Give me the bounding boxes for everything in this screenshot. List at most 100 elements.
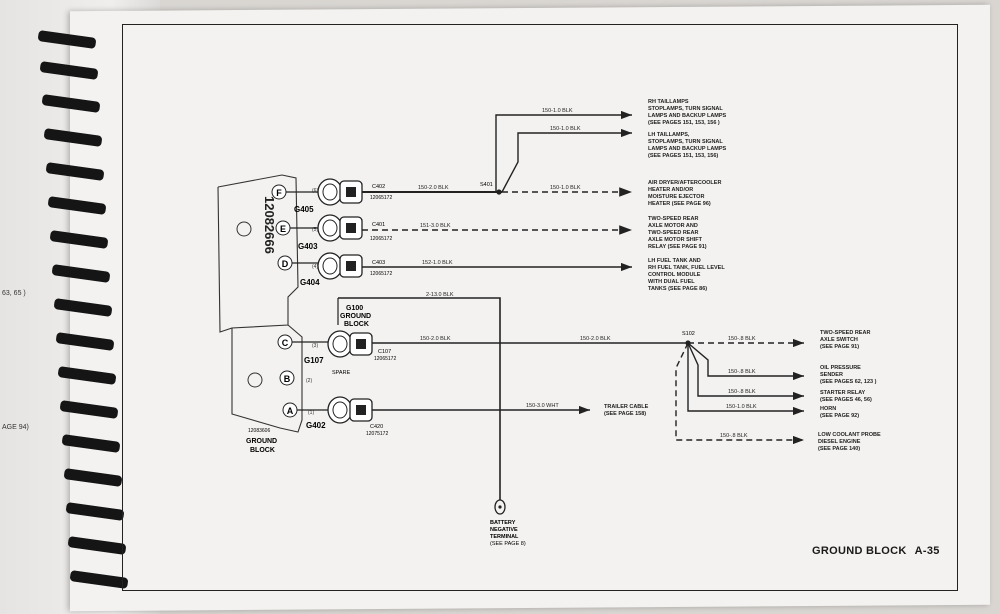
footer-page-number: A-35 (914, 545, 940, 557)
svg-text:LAMPS AND BACKUP LAMPS: LAMPS AND BACKUP LAMPS (648, 113, 727, 119)
svg-text:(4): (4) (312, 264, 318, 270)
wires (337, 110, 688, 492)
battery-terminal: BATTERY NEGATIVE TERMINAL (SEE PAGE 8) (490, 492, 526, 547)
svg-text:LH FUEL TANK AND: LH FUEL TANK AND (648, 258, 701, 264)
svg-text:SENDER: SENDER (820, 372, 843, 378)
svg-text:G107: G107 (304, 356, 324, 365)
branch-note-horn: HORN (SEE PAGE 92) (820, 406, 859, 419)
svg-text:F: F (276, 188, 282, 198)
svg-text:RH FUEL TANK, FUEL LEVEL: RH FUEL TANK, FUEL LEVEL (648, 265, 725, 271)
svg-text:BLOCK: BLOCK (344, 321, 369, 328)
left-page-ref-1: 63, 65 ) (2, 290, 26, 297)
svg-text:(5): (5) (312, 227, 318, 233)
svg-text:G405: G405 (294, 205, 314, 214)
svg-text:LH TAILLAMPS,: LH TAILLAMPS, (648, 132, 690, 138)
svg-text:NEGATIVE: NEGATIVE (490, 527, 518, 533)
svg-text:TANKS (SEE PAGE 86): TANKS (SEE PAGE 86) (648, 286, 707, 292)
svg-text:12065172: 12065172 (370, 195, 392, 201)
svg-text:(SEE PAGES 46, 56): (SEE PAGES 46, 56) (820, 397, 872, 403)
splice-s401 (496, 189, 502, 195)
svg-text:AXLE MOTOR SHIFT: AXLE MOTOR SHIFT (648, 237, 703, 243)
connector-c107-shape (327, 330, 373, 358)
svg-text:A: A (287, 406, 294, 416)
svg-text:AXLE SWITCH: AXLE SWITCH (820, 337, 858, 343)
svg-text:G100: G100 (346, 305, 363, 312)
splice-s401-label: S401 (480, 182, 493, 188)
note-air-dryer: AIR DRYER/AFTERCOOLER HEATER AND/OR MOIS… (648, 180, 721, 207)
terminal-b: B (2) (279, 370, 312, 386)
svg-text:(6): (6) (312, 188, 318, 194)
connector-c401-label: C401 12065172 (370, 222, 392, 242)
svg-text:HEATER (SEE PAGE 96): HEATER (SEE PAGE 96) (648, 201, 711, 207)
svg-text:(3): (3) (312, 343, 318, 349)
wire-label-s102: 150-2.0 BLK (580, 336, 611, 342)
wire-label-c402: 150-2.0 BLK (418, 185, 449, 191)
wire-label-top-1: 150-1.0 BLK (542, 108, 573, 114)
s102-branches (675, 338, 804, 445)
terminal-c: C (3) G107 (277, 334, 324, 365)
note-two-speed-axle: TWO-SPEED REAR AXLE MOTOR AND TWO-SPEED … (648, 216, 707, 250)
mount-hole-upper (236, 221, 252, 237)
connector-c420-shape (327, 396, 373, 424)
wire-label-top-2: 150-1.0 BLK (550, 126, 581, 132)
svg-text:MOISTURE EJECTOR: MOISTURE EJECTOR (648, 194, 704, 200)
svg-text:TRAILER CABLE: TRAILER CABLE (604, 404, 649, 410)
svg-text:TWO-SPEED REAR: TWO-SPEED REAR (648, 216, 698, 222)
svg-text:HORN: HORN (820, 406, 836, 412)
connector-c107-label: C107 12065172 SPARE (332, 349, 396, 376)
branch-wire-1: 150-.8 BLK (728, 336, 756, 342)
svg-text:STARTER RELAY: STARTER RELAY (820, 390, 866, 396)
svg-text:C403: C403 (372, 260, 385, 266)
branch-wire-5: 150-.8 BLK (720, 433, 748, 439)
connector-c402-shape (317, 178, 363, 206)
connector-c403-label: C403 12065172 (370, 260, 392, 277)
svg-text:AIR DRYER/AFTERCOOLER: AIR DRYER/AFTERCOOLER (648, 180, 721, 186)
branch-note-low-coolant: LOW COOLANT PROBE DIESEL ENGINE (SEE PAG… (818, 432, 881, 452)
note-rh-taillamps: RH TAILLAMPS STOPLAMPS, TURN SIGNAL LAMP… (648, 99, 727, 126)
svg-text:HEATER AND/OR: HEATER AND/OR (648, 187, 693, 193)
ground-block-label-2: BLOCK (250, 447, 275, 454)
svg-text:SPARE: SPARE (332, 370, 351, 376)
connector-c420-label: C420 12075172 (366, 424, 388, 437)
svg-text:(SEE PAGE 8): (SEE PAGE 8) (490, 541, 526, 547)
branch-wire-2: 150-.8 BLK (728, 369, 756, 375)
terminal-a: A (1) G402 (282, 402, 326, 430)
svg-text:(SEE PAGE 91): (SEE PAGE 91) (820, 344, 859, 350)
terminal-d: D (4) G404 (277, 255, 320, 287)
svg-text:LAMPS AND BACKUP LAMPS: LAMPS AND BACKUP LAMPS (648, 146, 727, 152)
branch-wire-3: 150-.8 BLK (728, 389, 756, 395)
svg-text:WITH DUAL FUEL: WITH DUAL FUEL (648, 279, 695, 285)
wire-label-c420: 150-3.0 WHT (526, 403, 559, 409)
svg-text:OIL PRESSURE: OIL PRESSURE (820, 365, 861, 371)
svg-text:BATTERY: BATTERY (490, 520, 516, 526)
svg-text:(SEE PAGE 92): (SEE PAGE 92) (820, 413, 859, 419)
svg-text:12065172: 12065172 (370, 236, 392, 242)
svg-text:G403: G403 (298, 242, 318, 251)
branch-wire-4: 150-1.0 BLK (726, 404, 757, 410)
svg-text:LOW COOLANT PROBE: LOW COOLANT PROBE (818, 432, 881, 438)
svg-text:B: B (284, 374, 291, 384)
svg-text:GROUND: GROUND (340, 313, 371, 320)
svg-text:(2): (2) (306, 378, 312, 384)
connector-c403-shape (317, 252, 363, 280)
svg-text:12075172: 12075172 (366, 431, 388, 437)
svg-text:C420: C420 (370, 424, 383, 430)
wire-label-c403: 152-1.0 BLK (422, 260, 453, 266)
svg-text:G404: G404 (300, 278, 320, 287)
g100-label: G100 GROUND BLOCK (340, 305, 371, 328)
svg-text:G402: G402 (306, 421, 326, 430)
svg-text:(SEE PAGE 158): (SEE PAGE 158) (604, 411, 646, 417)
svg-text:C: C (282, 338, 289, 348)
svg-text:12065172: 12065172 (374, 356, 396, 362)
wire-label-c107: 150-2.0 BLK (420, 336, 451, 342)
svg-text:AXLE MOTOR AND: AXLE MOTOR AND (648, 223, 698, 229)
ground-block-outline (217, 174, 303, 433)
connector-c402-label: C402 12065172 (370, 184, 392, 201)
page-footer: GROUND BLOCK A-35 (812, 545, 940, 557)
branch-note-starter-relay: STARTER RELAY (SEE PAGES 46, 56) (820, 390, 872, 403)
svg-text:RH TAILLAMPS: RH TAILLAMPS (648, 99, 689, 105)
footer-title: GROUND BLOCK (812, 545, 907, 557)
svg-text:(SEE PAGES 62, 123 ): (SEE PAGES 62, 123 ) (820, 379, 877, 385)
